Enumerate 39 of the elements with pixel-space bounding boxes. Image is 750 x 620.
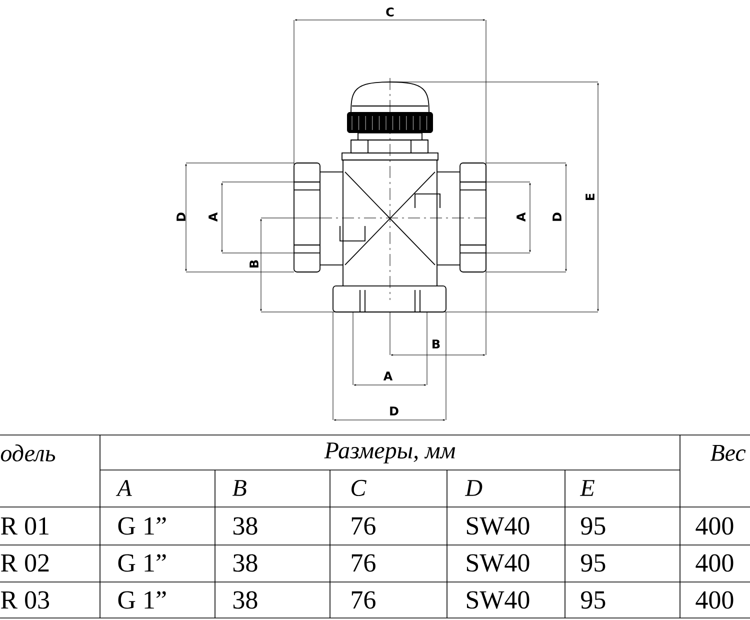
column-header: Вес: [710, 445, 746, 461]
dimension-label: A: [383, 372, 393, 380]
table-cell: R 02: [0, 554, 49, 572]
table-cell: SW40: [466, 591, 530, 609]
column-header: D: [464, 480, 482, 496]
table-cell: 76: [352, 554, 376, 572]
dimension-label: D: [176, 212, 186, 221]
table-cell: 76: [352, 517, 376, 535]
table-cell: G 1”: [118, 591, 166, 609]
dimension-label: A: [208, 212, 218, 222]
table-cell: SW40: [466, 554, 530, 572]
table-cell: 38: [233, 591, 258, 609]
table-cell: 400: [696, 591, 734, 609]
table-cell: 38: [233, 517, 258, 535]
table-cell: SW40: [466, 517, 530, 535]
table-cell: G 1”: [118, 554, 166, 572]
dimension-label: D: [552, 212, 562, 221]
table-cell: 95: [581, 591, 606, 609]
table-cell: 400: [696, 554, 734, 572]
column-header: C: [352, 480, 366, 496]
column-header: B: [232, 480, 246, 496]
table-cell: 95: [581, 517, 606, 535]
dimension-label: E: [586, 194, 594, 200]
column-header: A: [116, 480, 132, 496]
column-header: E: [580, 480, 594, 496]
table-cell: 95: [581, 554, 606, 572]
table-cell: G 1”: [118, 517, 166, 535]
dimension-label: C: [386, 7, 394, 17]
table-cell: R 01: [0, 517, 48, 535]
table-cell: R 03: [0, 591, 50, 609]
dimension-label: A: [516, 212, 526, 222]
table-cell: 38: [233, 554, 258, 572]
table-cell: 400: [696, 517, 734, 535]
dimension-label: B: [432, 340, 440, 348]
dimension-label: B: [250, 260, 258, 268]
dimension-label: D: [390, 406, 398, 416]
column-header: Размеры, мм: [324, 442, 456, 464]
column-header: одель: [0, 444, 56, 462]
table-cell: 76: [352, 591, 376, 609]
